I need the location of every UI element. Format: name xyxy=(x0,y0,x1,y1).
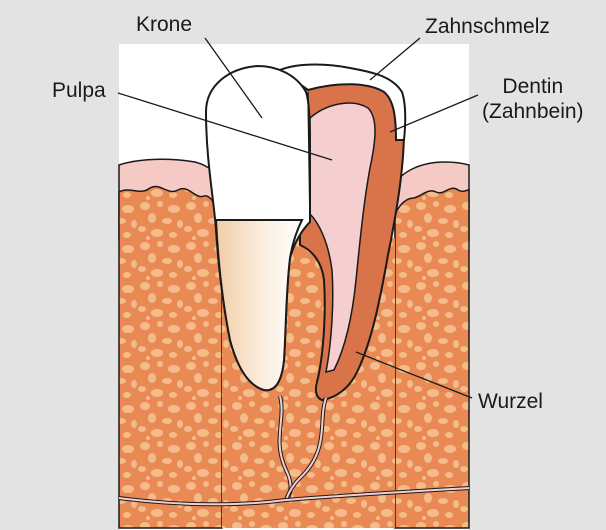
leader-line-wurzel xyxy=(355,351,473,399)
label-dentin: Dentin (Zahnbein) xyxy=(482,74,584,124)
leader-line-krone xyxy=(204,37,263,119)
root-left xyxy=(214,219,304,392)
label-wurzel: Wurzel xyxy=(478,390,543,413)
label-zahnschmelz: Zahnschmelz xyxy=(425,15,550,38)
jaw-bone-left xyxy=(118,185,223,529)
label-krone: Krone xyxy=(136,13,193,36)
label-dentin-line2: (Zahnbein) xyxy=(482,100,584,124)
pulpa-cavity xyxy=(309,102,376,374)
nerve-base xyxy=(118,487,470,506)
leader-line-pulpa xyxy=(117,92,333,161)
nerve-right xyxy=(285,397,327,501)
label-dentin-line1: Dentin xyxy=(502,75,564,98)
enamel-cap xyxy=(277,63,407,141)
leader-line-zahnschmelz xyxy=(369,37,421,81)
jaw-bone-right xyxy=(394,187,470,529)
label-pulpa: Pulpa xyxy=(52,79,106,102)
leader-line-dentin xyxy=(389,94,479,133)
crown-dentin-boundary xyxy=(307,91,311,223)
